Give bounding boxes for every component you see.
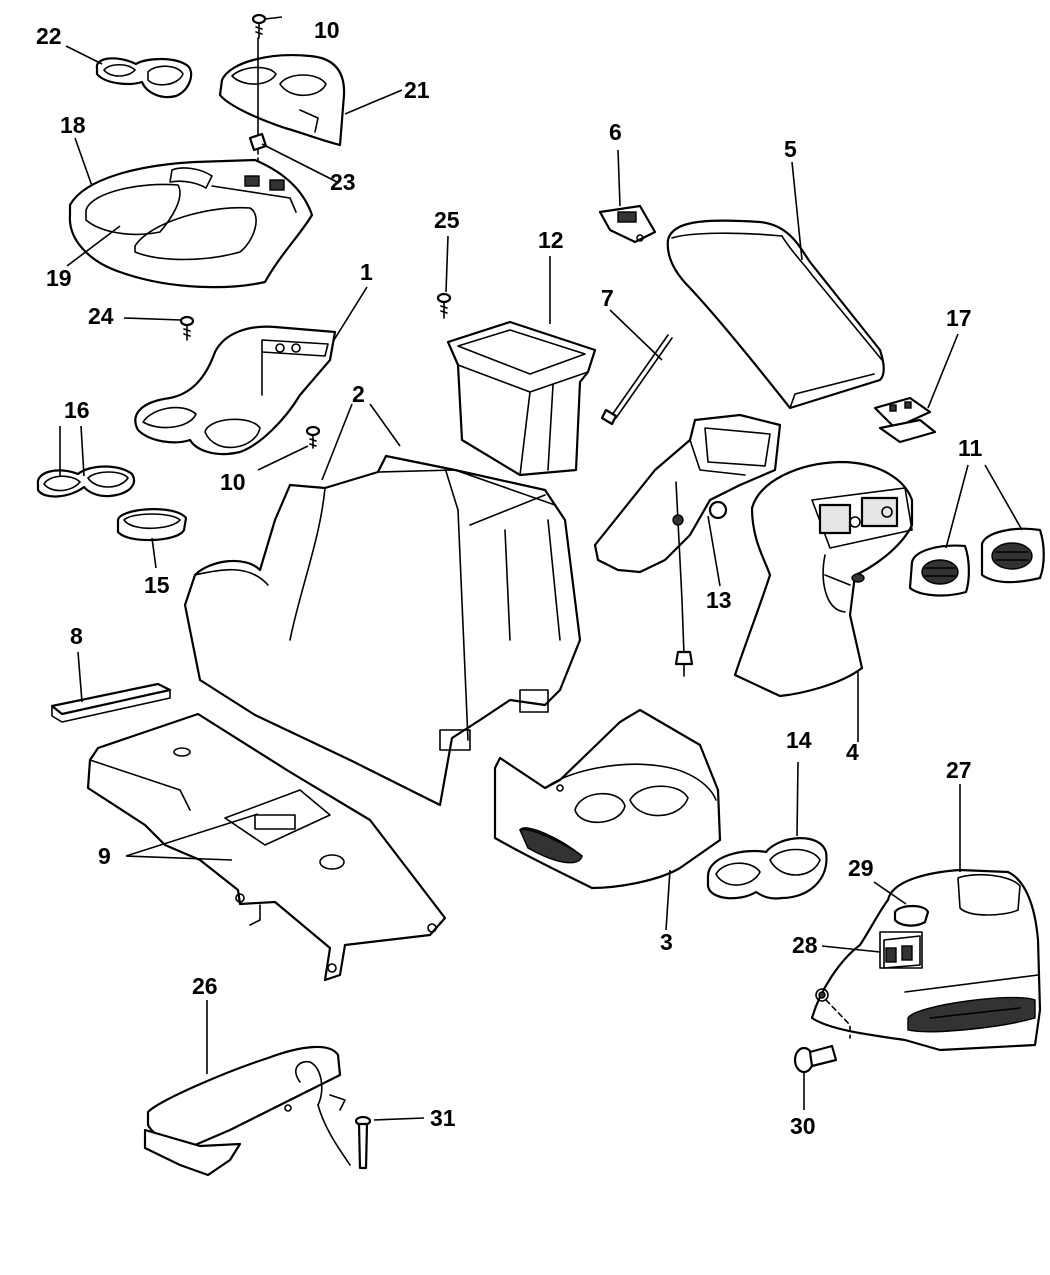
callout-15: 15 xyxy=(144,572,170,598)
callout-10-top: 10 xyxy=(314,17,340,43)
part-7-hinge-pin xyxy=(600,334,673,426)
callout-7: 7 xyxy=(601,285,614,311)
part-4-rear-console-panel xyxy=(733,460,914,698)
callout-labels: 22 10 21 18 23 6 5 25 12 19 1 7 24 17 2 … xyxy=(36,17,983,1139)
callout-10-mid: 10 xyxy=(220,469,246,495)
callout-2: 2 xyxy=(352,381,365,407)
callout-3: 3 xyxy=(660,929,673,955)
part-6-latch xyxy=(598,204,657,244)
part-14-cup-ring-insert xyxy=(706,837,828,900)
leader-lines xyxy=(59,16,1023,1121)
callout-1: 1 xyxy=(360,259,373,285)
callout-24: 24 xyxy=(88,303,114,329)
callout-19: 19 xyxy=(46,265,72,291)
callout-12: 12 xyxy=(538,227,564,253)
callout-26: 26 xyxy=(192,973,218,999)
part-8-bracket xyxy=(50,682,172,723)
callout-11: 11 xyxy=(958,435,983,461)
part-10-screw-mid xyxy=(305,425,321,449)
part-10-screw-top xyxy=(251,13,267,39)
callout-13: 13 xyxy=(706,587,732,613)
part-11-rear-vent-right xyxy=(980,527,1045,584)
callout-21: 21 xyxy=(404,77,430,103)
callout-28: 28 xyxy=(792,932,818,958)
part-1-cup-holder-trim xyxy=(134,325,337,456)
part-30-push-pin xyxy=(793,1044,838,1074)
callout-14: 14 xyxy=(786,727,812,753)
callout-16: 16 xyxy=(64,397,90,423)
part-25-screw xyxy=(436,292,452,319)
part-26-access-door xyxy=(143,1045,351,1177)
part-31-pin xyxy=(354,1115,372,1170)
callout-8: 8 xyxy=(70,623,83,649)
callout-4: 4 xyxy=(846,739,859,765)
part-16-cup-ring-pair xyxy=(36,465,136,498)
callout-29: 29 xyxy=(848,855,874,881)
part-13-shifter-bracket xyxy=(593,413,782,677)
callout-23: 23 xyxy=(330,169,356,195)
callout-22: 22 xyxy=(36,23,62,49)
part-21-cup-holder-insert xyxy=(218,54,346,147)
part-22-cup-ring-insert xyxy=(95,57,193,99)
callout-30: 30 xyxy=(790,1113,816,1139)
callout-31: 31 xyxy=(430,1105,456,1131)
part-2-console-housing xyxy=(183,454,582,807)
part-11-rear-vent-left xyxy=(908,544,970,597)
callout-25: 25 xyxy=(434,207,460,233)
callout-18: 18 xyxy=(60,112,86,138)
part-27-rear-cup-holder xyxy=(810,868,1042,1052)
callout-17: 17 xyxy=(946,305,972,331)
callout-27: 27 xyxy=(946,757,972,783)
callout-5: 5 xyxy=(784,136,797,162)
part-9-mounting-plate xyxy=(86,712,447,982)
part-17-hinge-bracket xyxy=(873,396,937,444)
part-5-armrest-lid xyxy=(666,219,885,410)
part-12-storage-bin xyxy=(446,320,597,477)
part-15-cup-ring xyxy=(116,508,188,542)
callout-9: 9 xyxy=(98,843,111,869)
part-24-screw xyxy=(179,315,195,341)
part-18-console-bezel xyxy=(68,158,314,289)
callout-6: 6 xyxy=(609,119,622,145)
part-3-front-cup-bezel xyxy=(493,708,722,890)
